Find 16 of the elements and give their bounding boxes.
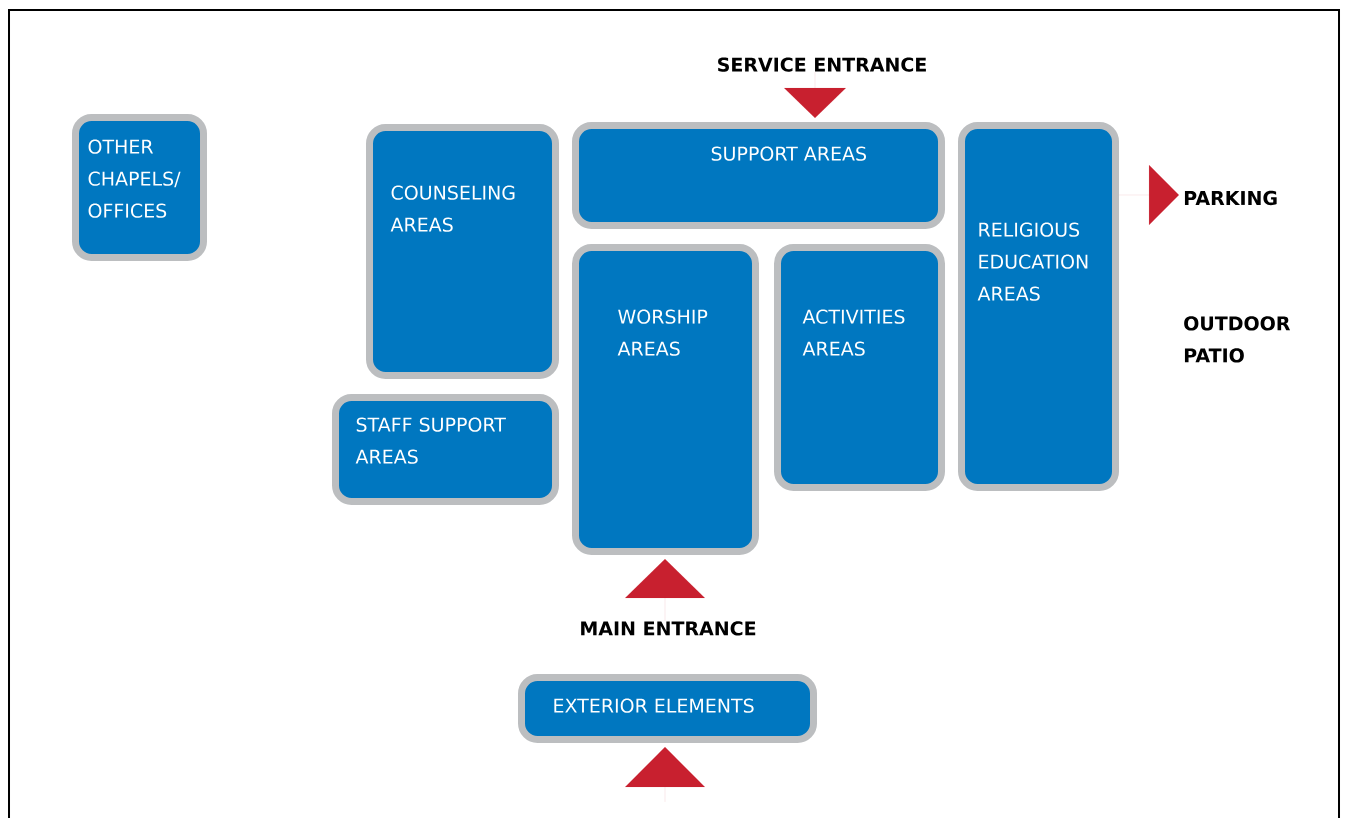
entrance-label: MAIN ENTRANCE xyxy=(581,621,756,636)
area-box: STAFF SUPPORT AREAS xyxy=(332,394,559,505)
entrance-arrow xyxy=(784,71,846,118)
area-box: WORSHIP AREAS xyxy=(572,244,759,555)
entrance-arrow xyxy=(1118,165,1179,225)
area-box: RELIGIOUS EDUCATION AREAS xyxy=(958,122,1119,491)
area-box: ACTIVITIES AREAS xyxy=(774,244,945,491)
entrance-label: SERVICE ENTRANCE xyxy=(718,57,926,72)
area-box: OTHER CHAPELS/ OFFICES xyxy=(72,114,207,261)
entrance-arrow xyxy=(625,747,705,803)
entrance-arrow xyxy=(625,559,705,622)
area-box: SUPPORT AREAS xyxy=(572,122,945,229)
area-box: COUNSELING AREAS xyxy=(366,124,559,379)
area-box: EXTERIOR ELEMENTS xyxy=(518,674,817,743)
entrance-label: PARKING xyxy=(1184,190,1277,206)
label: OUTDOOR PATIO xyxy=(1184,316,1291,363)
